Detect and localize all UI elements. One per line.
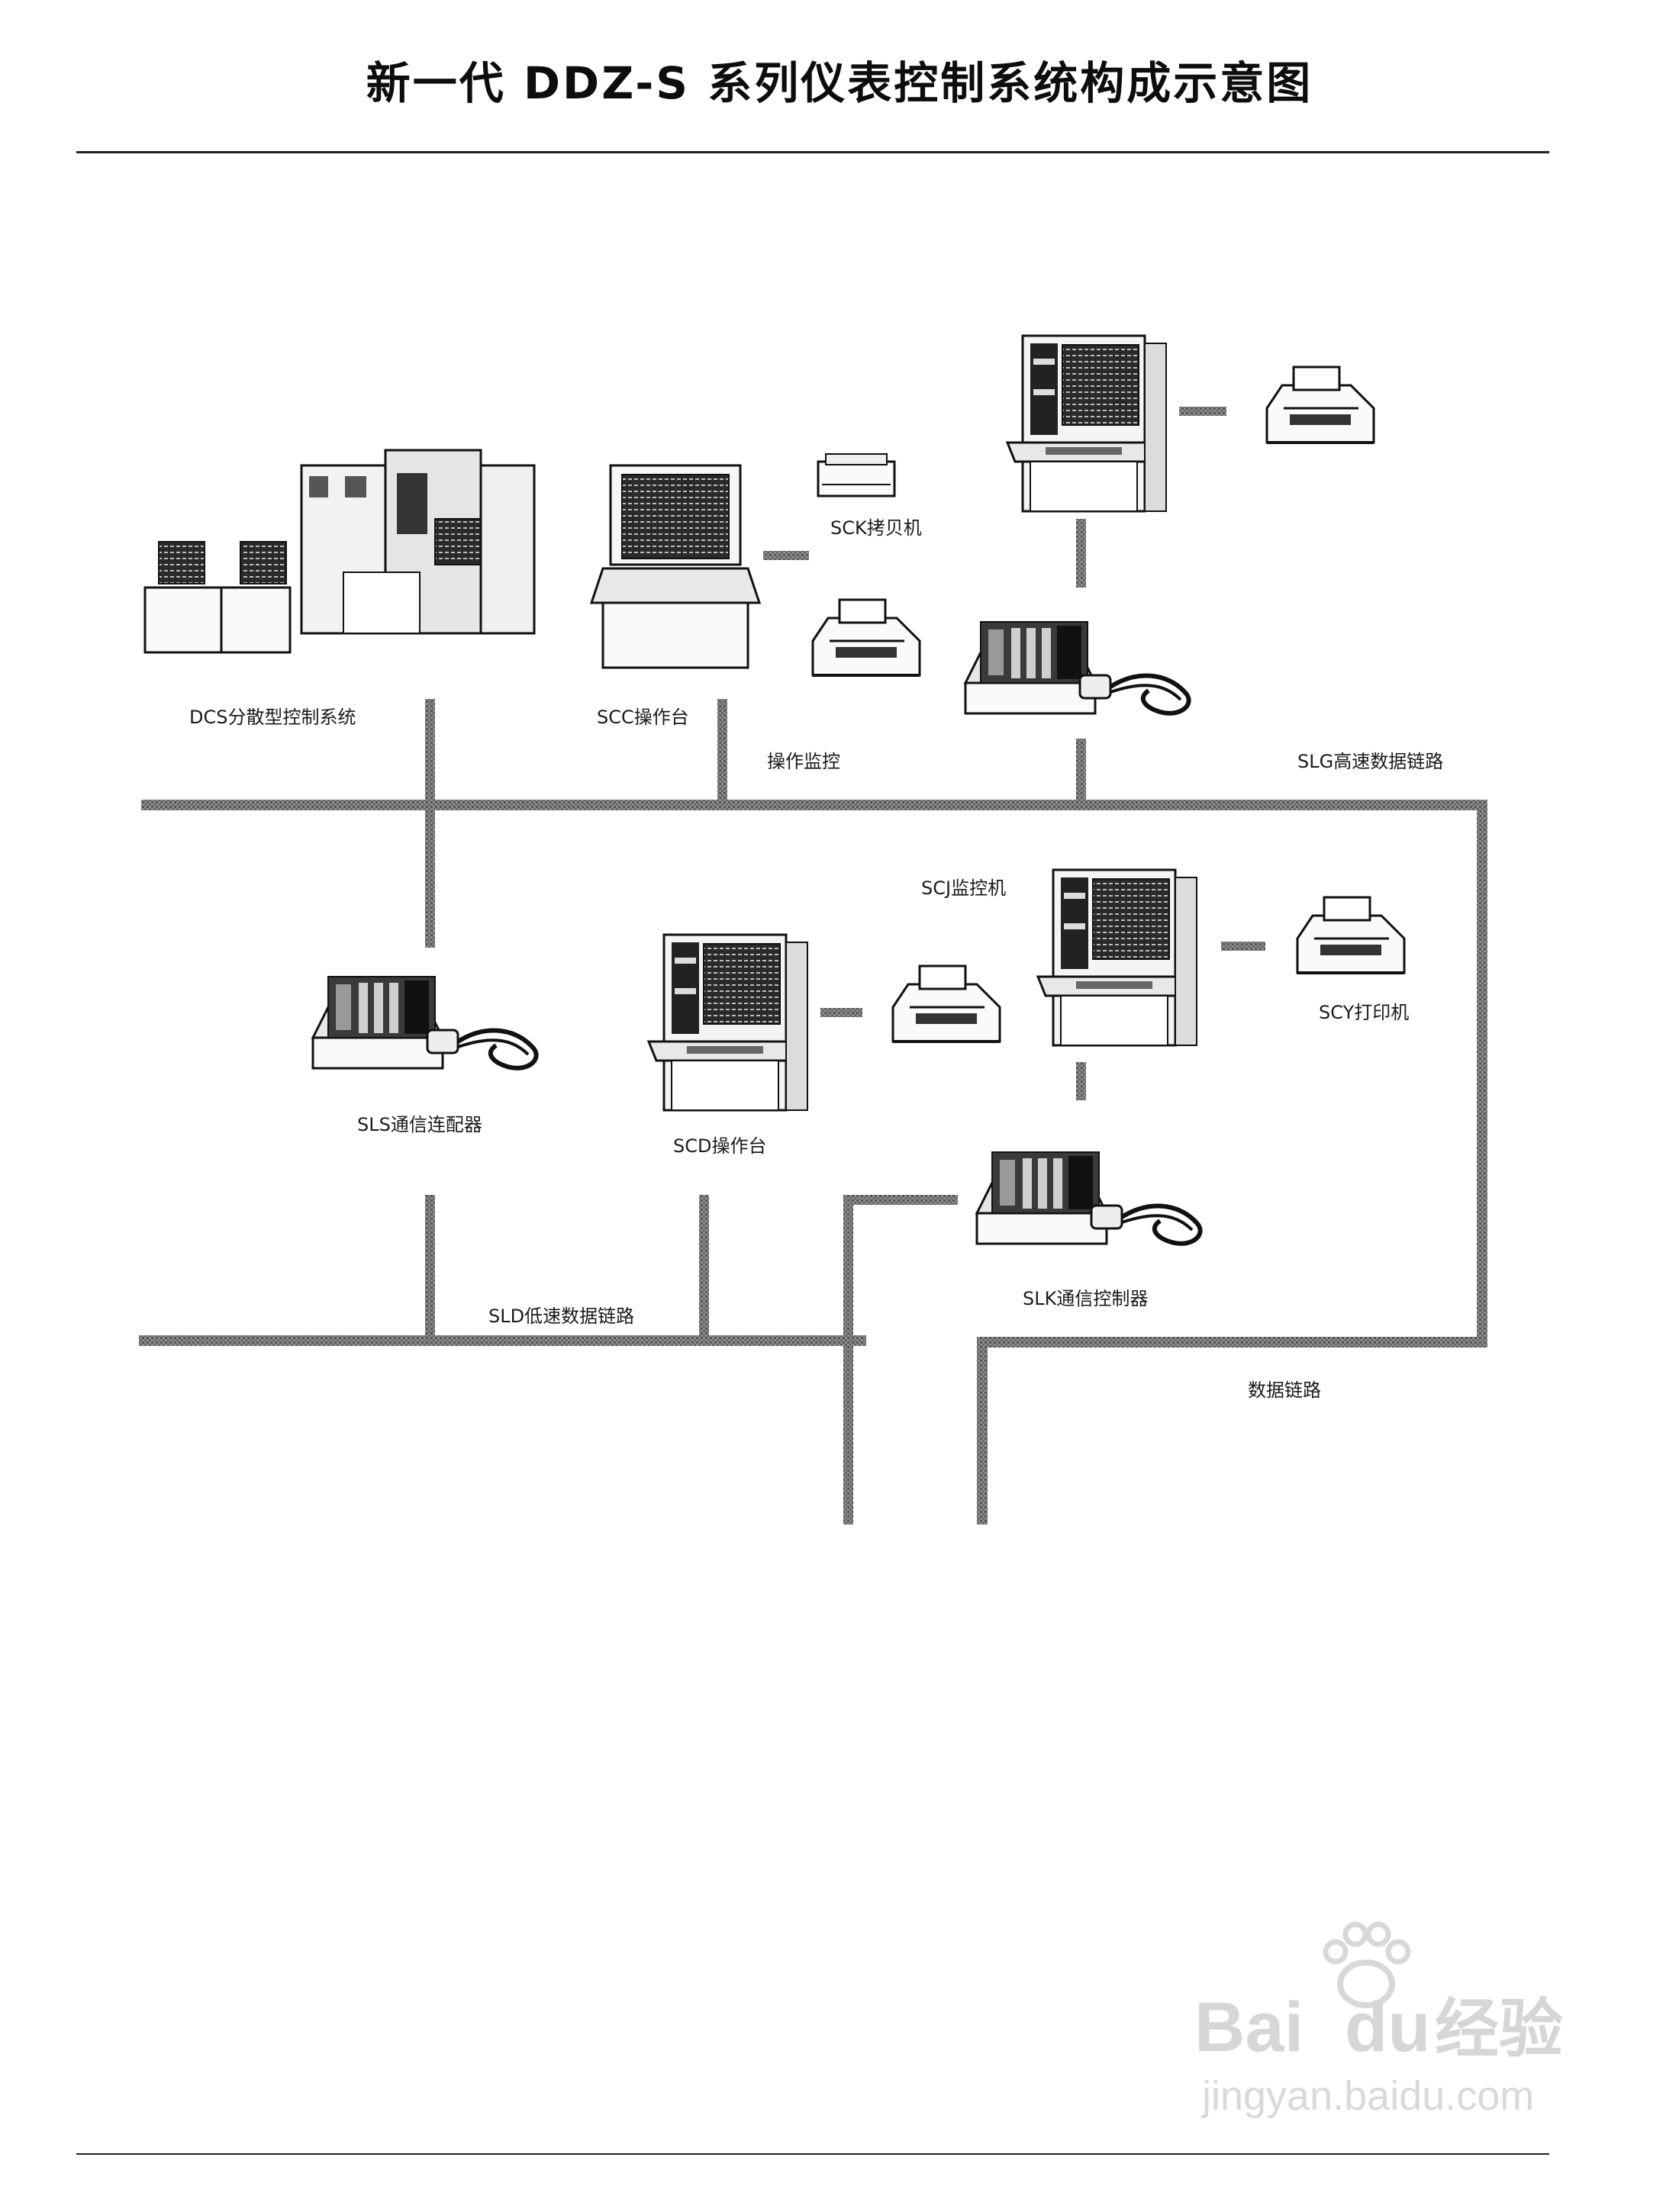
short-connectors [763,407,1265,1100]
watermark-brand2: du [1345,1988,1430,2066]
diagram-title: 新一代 DDZ-S 系列仪表控制系统构成示意图 [366,57,1313,109]
label-slk: SLK通信控制器 [1023,1288,1148,1309]
upper-workstation-illustration [1006,334,1168,513]
baidu-watermark: Bai du 经验 jingyan.baidu.com [1194,1921,1563,2119]
watermark-url: jingyan.baidu.com [1200,2073,1534,2119]
label-slg: SLG高速数据链路 [1297,751,1443,772]
link-drops-upper [425,699,1086,948]
slk-controller-illustration [977,1152,1200,1244]
bottom-rule [76,2153,1549,2155]
sck-copier-illustration [817,453,896,497]
label-dcs: DCS分散型控制系统 [189,707,356,728]
label-sls: SLS通信连配器 [357,1114,482,1135]
watermark-brand: Bai [1194,1988,1304,2066]
label-sld: SLD低速数据链路 [488,1306,634,1327]
upper-printer-illustration [1265,365,1375,444]
scd-console-illustration [647,933,809,1112]
dcs-cabinet-illustration [143,449,536,654]
sls-adapter-illustration [313,977,537,1068]
top-rule [76,151,1549,153]
scj-monitor-illustration [1036,868,1198,1047]
watermark-brand-cn: 经验 [1435,1993,1563,2065]
scc-printer-illustration [811,598,921,677]
sld-low-speed-link [139,1195,958,1525]
scy-printer-illustration [1296,896,1406,974]
label-sck: SCK拷贝机 [830,517,922,539]
paw-icon [1323,1921,1411,2008]
label-data-link: 数据链路 [1248,1380,1321,1401]
label-scj: SCJ监控机 [921,877,1006,899]
label-scy: SCY打印机 [1319,1002,1409,1023]
label-scd: SCD操作台 [673,1135,766,1157]
label-monitor-op: 操作监控 [767,751,840,772]
slg-high-speed-link [141,800,1487,1525]
label-scc: SCC操作台 [597,707,689,728]
scc-console-illustration [589,464,762,669]
upper-comm-module-illustration [965,622,1189,713]
scd-printer-illustration [891,964,1001,1043]
